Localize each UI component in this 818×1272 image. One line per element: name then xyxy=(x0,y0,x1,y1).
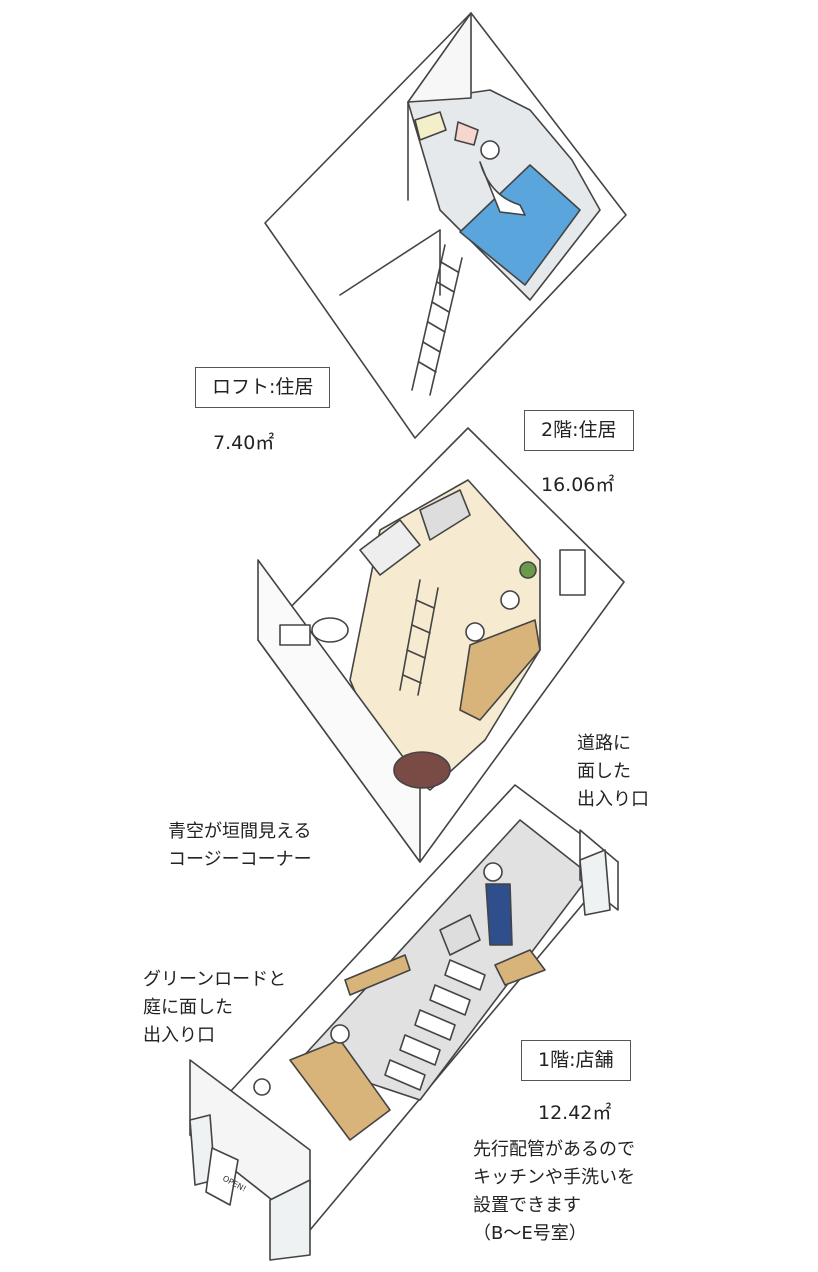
person-1-head xyxy=(465,622,485,642)
wall-shelf xyxy=(344,954,411,996)
green-road-entrance-note: グリーンロードと 庭に面した 出入り口 xyxy=(143,969,287,1046)
second-floor-label: 2階:住居 xyxy=(524,410,634,451)
loft-label: ロフト:住居 xyxy=(195,367,331,408)
washbasin xyxy=(279,624,311,646)
first-floor-label: 1階:店舗 xyxy=(521,1040,631,1081)
loft-floor xyxy=(264,12,627,439)
shop-stairs xyxy=(384,959,486,1091)
first-floor xyxy=(189,784,619,1261)
cushion-2 xyxy=(414,111,447,141)
second-floor-area: 16.06㎡ xyxy=(541,474,615,496)
plant xyxy=(519,561,537,579)
wall-poster xyxy=(559,549,586,596)
rug xyxy=(459,164,581,286)
road-entrance-note: 道路に 面した 出入り口 xyxy=(577,733,649,810)
display-table xyxy=(494,949,546,986)
first-floor-area: 12.42㎡ xyxy=(538,1102,612,1124)
dining-counter xyxy=(459,619,541,721)
customer-head xyxy=(253,1078,271,1096)
open-sign-board xyxy=(205,1147,239,1206)
toilet xyxy=(311,617,349,643)
staff-1-apron xyxy=(485,883,513,946)
glass-door-right xyxy=(269,1179,311,1261)
person-2-head xyxy=(500,590,520,610)
shop-counter xyxy=(289,1039,391,1141)
kitchen-counter xyxy=(419,489,471,541)
plumbing-note: 先行配管があるので キッチンや手洗いを 設置できます （B～E号室） xyxy=(473,1139,635,1244)
person-head xyxy=(480,140,500,160)
cozy-corner-note: 青空が垣間見える コージーコーナー xyxy=(168,821,312,870)
round-table xyxy=(393,751,451,789)
glass-door-road xyxy=(579,849,611,916)
loft-ladder xyxy=(411,244,463,396)
staff-2-head xyxy=(330,1024,350,1044)
person-sitting xyxy=(479,161,526,216)
loft-area: 7.40㎡ xyxy=(213,432,275,454)
second-floor xyxy=(257,427,625,863)
second-ladder xyxy=(399,579,439,696)
cushion xyxy=(454,121,479,146)
staff-1-head xyxy=(483,862,503,882)
shop-kitchen-counter xyxy=(439,914,481,956)
